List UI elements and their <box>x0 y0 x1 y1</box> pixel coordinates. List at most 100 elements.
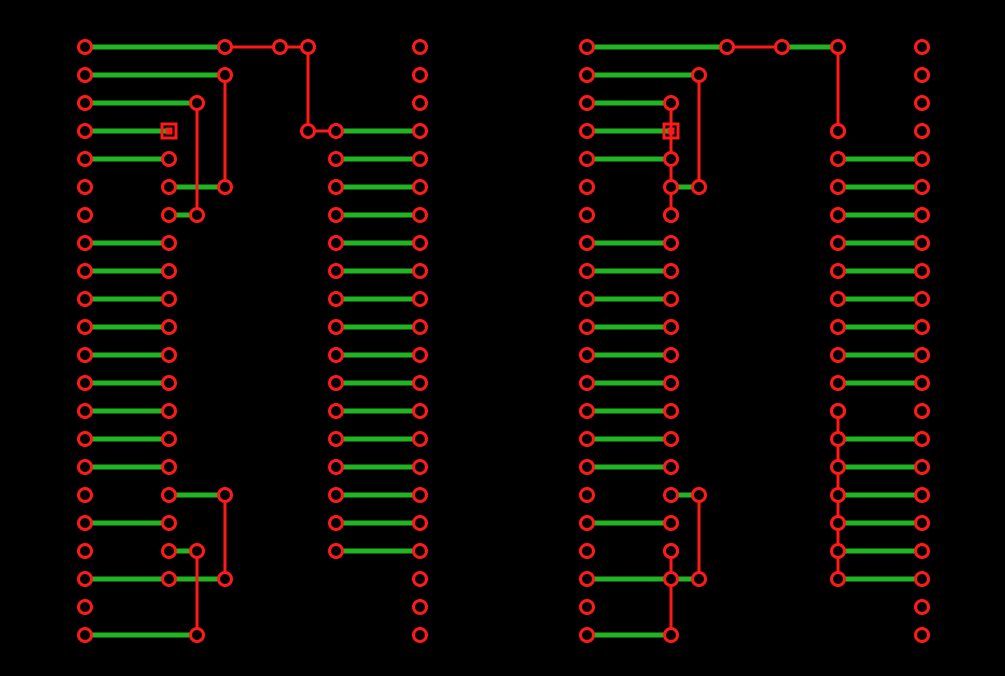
round-pad <box>663 319 679 335</box>
round-pad <box>663 403 679 419</box>
round-pad <box>217 39 233 55</box>
round-pad <box>914 179 930 195</box>
round-pad <box>830 515 846 531</box>
round-pad <box>830 571 846 587</box>
round-pad <box>412 319 428 335</box>
round-pad <box>830 179 846 195</box>
round-pad <box>161 543 177 559</box>
round-pad <box>579 347 595 363</box>
round-pad <box>663 459 679 475</box>
round-pad <box>830 375 846 391</box>
round-pad <box>77 39 93 55</box>
round-pad <box>412 431 428 447</box>
round-pad <box>217 571 233 587</box>
round-pad <box>914 207 930 223</box>
round-pad <box>217 487 233 503</box>
round-pad <box>663 375 679 391</box>
round-pad <box>663 515 679 531</box>
round-pad <box>77 179 93 195</box>
round-pad <box>77 347 93 363</box>
round-pad <box>830 235 846 251</box>
round-pad <box>830 123 846 139</box>
round-pad <box>914 95 930 111</box>
round-pad <box>328 375 344 391</box>
round-pad <box>914 235 930 251</box>
round-pad <box>663 151 679 167</box>
round-pad <box>328 263 344 279</box>
round-pad <box>412 235 428 251</box>
round-pad <box>328 207 344 223</box>
round-pad <box>328 347 344 363</box>
round-pad <box>914 291 930 307</box>
round-pad <box>300 123 316 139</box>
round-pad <box>77 151 93 167</box>
round-pad <box>579 599 595 615</box>
round-pad <box>830 459 846 475</box>
round-pad <box>663 235 679 251</box>
round-pad <box>412 627 428 643</box>
round-pad <box>663 207 679 223</box>
round-pad <box>161 431 177 447</box>
round-pad <box>412 459 428 475</box>
round-pad <box>914 319 930 335</box>
round-pad <box>77 263 93 279</box>
round-pad <box>914 459 930 475</box>
round-pad <box>77 291 93 307</box>
round-pad <box>328 431 344 447</box>
square-pad-fill <box>165 127 173 135</box>
round-pad <box>161 207 177 223</box>
round-pad <box>328 543 344 559</box>
round-pad <box>663 179 679 195</box>
round-pad <box>579 403 595 419</box>
round-pad <box>77 403 93 419</box>
round-pad <box>691 67 707 83</box>
round-pad <box>914 543 930 559</box>
round-pad <box>161 263 177 279</box>
round-pad <box>719 39 735 55</box>
round-pad <box>914 123 930 139</box>
round-pad <box>412 599 428 615</box>
round-pad <box>774 39 790 55</box>
round-pad <box>663 291 679 307</box>
round-pad <box>914 487 930 503</box>
round-pad <box>161 487 177 503</box>
round-pad <box>161 347 177 363</box>
round-pad <box>830 403 846 419</box>
round-pad <box>161 179 177 195</box>
round-pad <box>189 95 205 111</box>
round-pad <box>579 571 595 587</box>
round-pad <box>691 487 707 503</box>
round-pad <box>412 543 428 559</box>
round-pad <box>579 431 595 447</box>
round-pad <box>412 403 428 419</box>
round-pad <box>914 515 930 531</box>
round-pad <box>830 487 846 503</box>
round-pad <box>830 319 846 335</box>
round-pad <box>328 403 344 419</box>
round-pad <box>663 487 679 503</box>
round-pad <box>77 627 93 643</box>
round-pad <box>914 39 930 55</box>
round-pad <box>328 235 344 251</box>
round-pad <box>412 151 428 167</box>
round-pad <box>691 571 707 587</box>
round-pad <box>77 571 93 587</box>
round-pad <box>217 179 233 195</box>
round-pad <box>77 95 93 111</box>
round-pad <box>914 67 930 83</box>
round-pad <box>412 123 428 139</box>
round-pad <box>217 67 233 83</box>
round-pad <box>579 123 595 139</box>
round-pad <box>77 67 93 83</box>
round-pad <box>691 179 707 195</box>
round-pad <box>161 515 177 531</box>
round-pad <box>161 291 177 307</box>
round-pad <box>161 319 177 335</box>
round-pad <box>77 375 93 391</box>
round-pad <box>663 347 679 363</box>
round-pad <box>579 179 595 195</box>
round-pad <box>328 291 344 307</box>
round-pad <box>161 459 177 475</box>
round-pad <box>579 207 595 223</box>
round-pad <box>830 291 846 307</box>
